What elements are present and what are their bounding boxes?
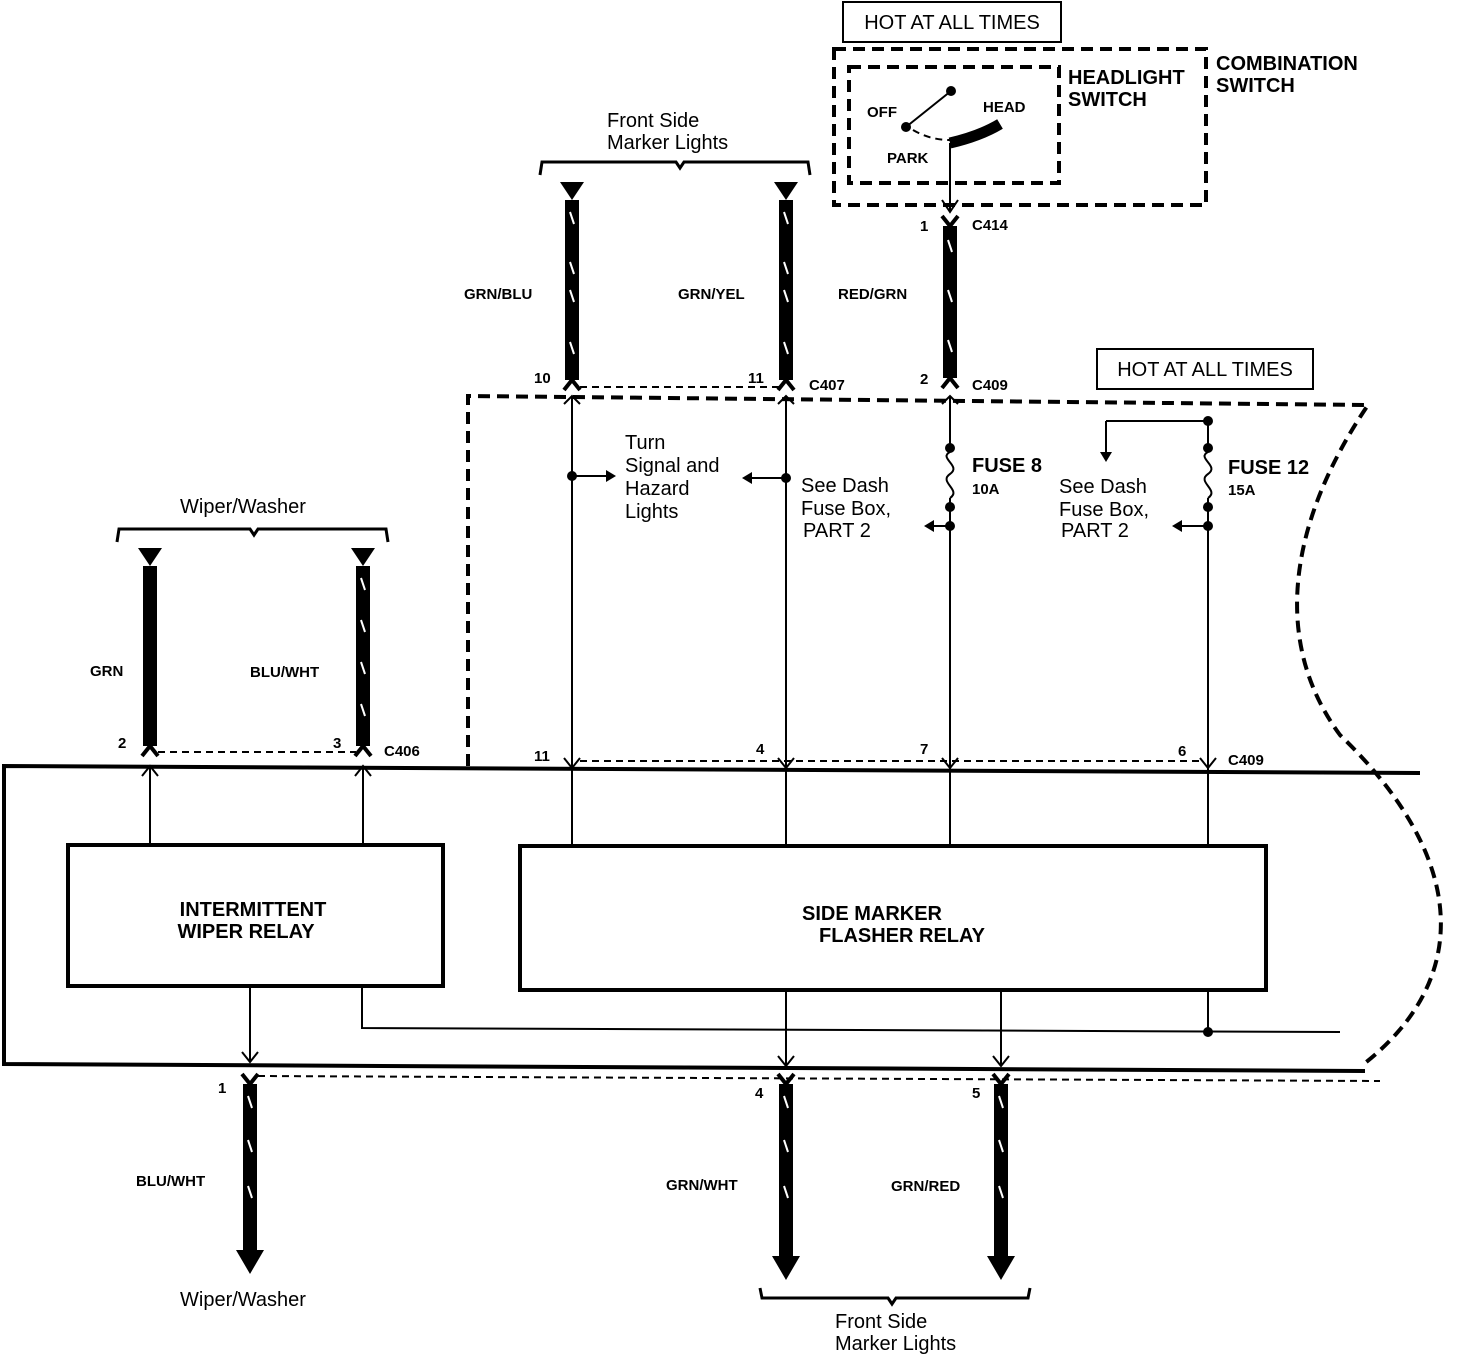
bottom-connector-link (257, 1075, 1381, 1082)
turn-signal-label: Turn (625, 432, 665, 454)
flasher-relay-title: SIDE MARKER (802, 903, 943, 925)
switch-pos-off: OFF (867, 104, 897, 121)
pin-c406-2: 2 (118, 735, 126, 752)
circuit-c409-11 (563, 394, 616, 845)
headlight-switch-symbol: OFF HEAD PARK (867, 86, 1026, 214)
fuse-12-rating: 15A (1228, 482, 1256, 499)
headlight-switch-label-2: SWITCH (1068, 89, 1147, 111)
pin-c406-3: 3 (333, 735, 341, 752)
wire-label-red-grn: RED/GRN (838, 286, 907, 303)
headlight-switch-outline (847, 65, 1061, 185)
fuse-8-label: FUSE 8 (972, 455, 1042, 477)
fuse-12-label: FUSE 12 (1228, 457, 1309, 479)
combination-switch-label-2: SWITCH (1216, 75, 1295, 97)
wire-blu-wht-top (351, 548, 375, 843)
connector-c409-top: C409 (972, 377, 1008, 394)
wire-blu-wht-bottom (236, 1072, 264, 1274)
switch-pos-head: HEAD (983, 99, 1026, 116)
side-marker-flasher-relay: SIDE MARKER FLASHER RELAY (518, 844, 1268, 992)
pin-c409-7: 7 (920, 741, 928, 758)
fuse-8-rating: 10A (972, 481, 1000, 498)
svg-text:HOT AT ALL TIMES: HOT AT ALL TIMES (864, 12, 1040, 34)
connector-c409-mid: C409 (1228, 752, 1264, 769)
pin-c409-2: 2 (920, 371, 928, 388)
see-dash-fuse-box-b-2: Fuse Box, (1059, 499, 1149, 521)
pin-bottom-1: 1 (218, 1080, 226, 1097)
connector-c406: C406 (384, 743, 420, 760)
see-dash-fuse-box-a-2: Fuse Box, (801, 498, 891, 520)
wiper-washer-top-brace (115, 527, 390, 543)
intermittent-wiper-relay: INTERMITTENT WIPER RELAY (66, 843, 445, 988)
switch-pos-park: PARK (887, 150, 929, 167)
wire-grn-blu (560, 182, 584, 392)
pin-c409-6: 6 (1178, 743, 1186, 760)
pin-c409-4: 4 (756, 741, 765, 758)
front-side-marker-bottom-label: Front Side (835, 1311, 927, 1333)
wire-label-blu-wht-bottom: BLU/WHT (136, 1173, 205, 1190)
wire-red-grn (940, 214, 960, 390)
dash-fuse-box-outline (466, 393, 1443, 1065)
see-dash-fuse-box-a: See Dash (801, 475, 889, 497)
wiper-washer-top-label: Wiper/Washer (180, 496, 306, 518)
see-dash-fuse-box-b: See Dash (1059, 476, 1147, 498)
pin-c407-11: 11 (748, 370, 764, 387)
pin-c414-1: 1 (920, 218, 928, 235)
pin-c409-11: 11 (534, 748, 550, 765)
front-side-marker-top-label: Front Side (607, 110, 699, 132)
front-side-marker-bottom-label-2: Marker Lights (835, 1333, 956, 1355)
wiper-relay-title-2: WIPER RELAY (177, 921, 315, 943)
wire-label-grn-yel: GRN/YEL (678, 286, 745, 303)
see-dash-fuse-box-a-3: PART 2 (803, 520, 871, 542)
wire-grn (138, 548, 162, 843)
fuse-8 (924, 394, 959, 848)
wiper-washer-bottom-label: Wiper/Washer (180, 1289, 306, 1311)
connector-c414: C414 (972, 217, 1009, 234)
front-side-bottom-brace (758, 1287, 1032, 1307)
wire-label-grn-red: GRN/RED (891, 1178, 960, 1195)
wire-label-blu-wht-top: BLU/WHT (250, 664, 319, 681)
combination-switch-label: COMBINATION (1216, 53, 1358, 75)
internal-wiring-lower (241, 986, 1341, 1068)
pin-bottom-5: 5 (972, 1085, 980, 1102)
turn-signal-label-2: Signal and (625, 455, 720, 477)
combination-switch-outline (832, 47, 1208, 207)
pin-c407-10: 10 (534, 370, 551, 387)
hot-label-fuse: HOT AT ALL TIMES (1096, 348, 1314, 390)
pin-bottom-4: 4 (755, 1085, 764, 1102)
wire-grn-yel (774, 182, 798, 392)
svg-text:HOT AT ALL TIMES: HOT AT ALL TIMES (1117, 359, 1293, 381)
wiper-relay-title: INTERMITTENT (180, 899, 327, 921)
front-side-marker-top-label-2: Marker Lights (607, 132, 728, 154)
fuse-12 (1100, 416, 1217, 848)
front-side-top-brace (538, 160, 812, 176)
wire-label-grn-wht: GRN/WHT (666, 1177, 738, 1194)
wire-grn-wht (772, 1072, 800, 1280)
flasher-relay-title-2: FLASHER RELAY (819, 925, 986, 947)
hot-label-top: HOT AT ALL TIMES (842, 1, 1062, 43)
circuit-c409-4 (742, 394, 795, 848)
wire-label-grn: GRN (90, 663, 123, 680)
turn-signal-label-4: Lights (625, 501, 678, 523)
relay-box-outline (1, 763, 1421, 1073)
headlight-switch-label: HEADLIGHT (1068, 67, 1185, 89)
connector-c407: C407 (809, 377, 845, 394)
wire-grn-red (987, 1072, 1015, 1280)
see-dash-fuse-box-b-3: PART 2 (1061, 520, 1129, 542)
wire-label-grn-blu: GRN/BLU (464, 286, 532, 303)
turn-signal-label-3: Hazard (625, 478, 689, 500)
